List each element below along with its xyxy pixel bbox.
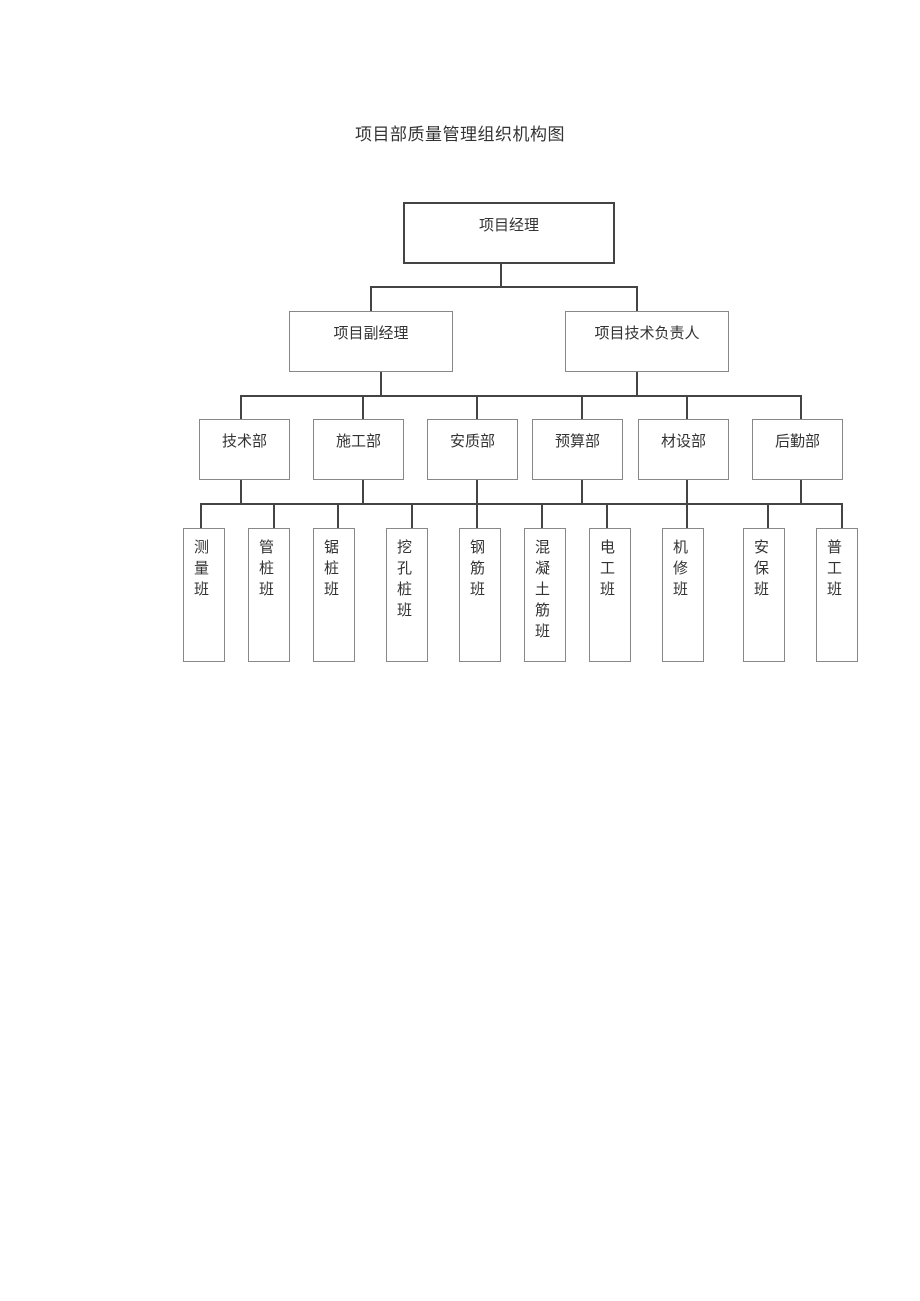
connector — [636, 286, 638, 311]
connector — [800, 480, 802, 504]
connector — [362, 395, 364, 419]
department-box: 材设部 — [638, 419, 729, 480]
connector — [240, 395, 801, 397]
team-box: 测量班 — [183, 528, 225, 662]
page-title: 项目部质量管理组织机构图 — [355, 125, 565, 145]
connector — [200, 503, 843, 505]
team-box: 挖孔桩班 — [386, 528, 428, 662]
team-box: 锯桩班 — [313, 528, 355, 662]
team-label: 机修班 — [671, 539, 689, 602]
team-box: 安保班 — [743, 528, 785, 662]
team-label: 挖孔桩班 — [395, 539, 413, 623]
connector — [800, 395, 802, 419]
department-label: 安质部 — [449, 432, 495, 450]
connector — [541, 503, 543, 528]
department-label: 材设部 — [660, 432, 706, 450]
connector — [841, 503, 843, 528]
connector — [500, 264, 502, 287]
connector — [337, 503, 339, 528]
team-label: 混凝土筋班 — [533, 539, 551, 644]
team-box: 机修班 — [662, 528, 704, 662]
department-label: 预算部 — [554, 432, 600, 450]
department-box: 后勤部 — [752, 419, 843, 480]
team-label: 电工班 — [598, 539, 616, 602]
team-label: 测量班 — [192, 539, 210, 602]
team-label: 管桩班 — [257, 539, 275, 602]
team-label: 钢筋班 — [468, 539, 486, 602]
department-label: 技术部 — [221, 432, 267, 450]
connector — [606, 503, 608, 528]
team-label: 安保班 — [752, 539, 770, 602]
team-label: 锯桩班 — [322, 539, 340, 602]
connector — [380, 372, 382, 396]
team-label: 普工班 — [825, 539, 843, 602]
connector — [476, 395, 478, 419]
connector — [200, 503, 202, 528]
connector — [411, 503, 413, 528]
department-box: 技术部 — [199, 419, 290, 480]
connector — [686, 480, 688, 504]
deputy-manager-label: 项目副经理 — [333, 324, 409, 342]
connector — [370, 286, 372, 311]
team-box: 钢筋班 — [459, 528, 501, 662]
connector — [767, 503, 769, 528]
connector — [581, 480, 583, 504]
technical-lead-box: 项目技术负责人 — [565, 311, 729, 372]
connector — [636, 372, 638, 396]
connector — [476, 503, 478, 528]
team-box: 混凝土筋班 — [524, 528, 566, 662]
connector — [686, 395, 688, 419]
department-box: 施工部 — [313, 419, 404, 480]
connector — [240, 480, 242, 504]
department-label: 施工部 — [335, 432, 381, 450]
connector — [581, 395, 583, 419]
technical-lead-label: 项目技术负责人 — [594, 324, 700, 342]
connector — [476, 480, 478, 504]
team-box: 管桩班 — [248, 528, 290, 662]
team-box: 电工班 — [589, 528, 631, 662]
department-box: 预算部 — [532, 419, 623, 480]
connector — [240, 395, 242, 419]
connector — [370, 286, 638, 288]
connector — [362, 480, 364, 504]
deputy-manager-box: 项目副经理 — [289, 311, 453, 372]
department-box: 安质部 — [427, 419, 518, 480]
project-manager-label: 项目经理 — [478, 216, 539, 234]
project-manager-box: 项目经理 — [403, 202, 615, 264]
team-box: 普工班 — [816, 528, 858, 662]
connector — [686, 503, 688, 528]
department-label: 后勤部 — [774, 432, 820, 450]
connector — [273, 503, 275, 528]
